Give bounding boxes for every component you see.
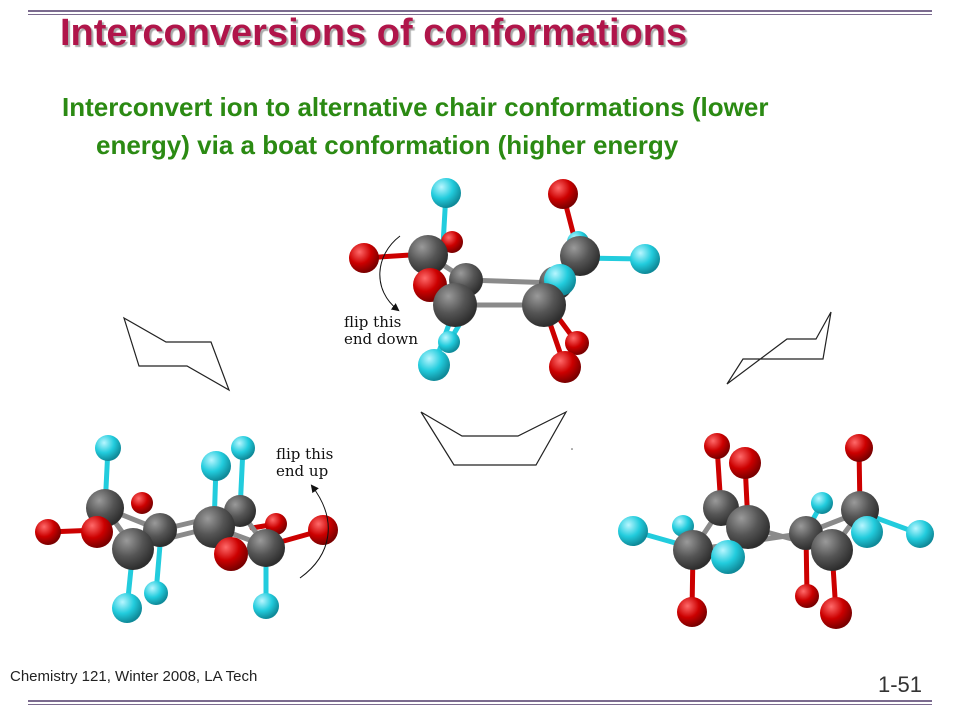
- chair-outline-left: [122, 316, 231, 392]
- boat-model: [349, 178, 660, 383]
- flip-up-label-1: flip this: [276, 445, 333, 463]
- flip-up-annotation: flip this end up: [276, 445, 333, 579]
- footer-credit: Chemistry 121, Winter 2008, LA Tech: [10, 668, 258, 685]
- flip-down-label-2: end down: [344, 330, 418, 348]
- top-rule: [28, 10, 932, 17]
- flip-down-label-1: flip this: [344, 313, 401, 331]
- chair-outline-right: [726, 311, 832, 385]
- flip-up-label-2: end up: [276, 462, 328, 480]
- subtitle-line-2: energy) via a boat conformation (higher …: [96, 130, 679, 160]
- page-number: 1-51: [877, 672, 922, 697]
- chair-model-right: [618, 433, 934, 629]
- boat-outline: [420, 410, 568, 466]
- subtitle-line-1: Interconvert ion to alternative chair co…: [62, 92, 769, 122]
- flip-down-annotation: flip this end down: [344, 235, 418, 348]
- chair-model-left: [35, 435, 338, 623]
- slide-title: Interconversions of conformations: [60, 12, 688, 54]
- curved-arrow-icon: [299, 484, 329, 579]
- curved-arrow-icon: [379, 235, 401, 312]
- bottom-rule: [28, 700, 932, 707]
- slide-subtitle: Interconvert ion to alternative chair co…: [62, 88, 942, 164]
